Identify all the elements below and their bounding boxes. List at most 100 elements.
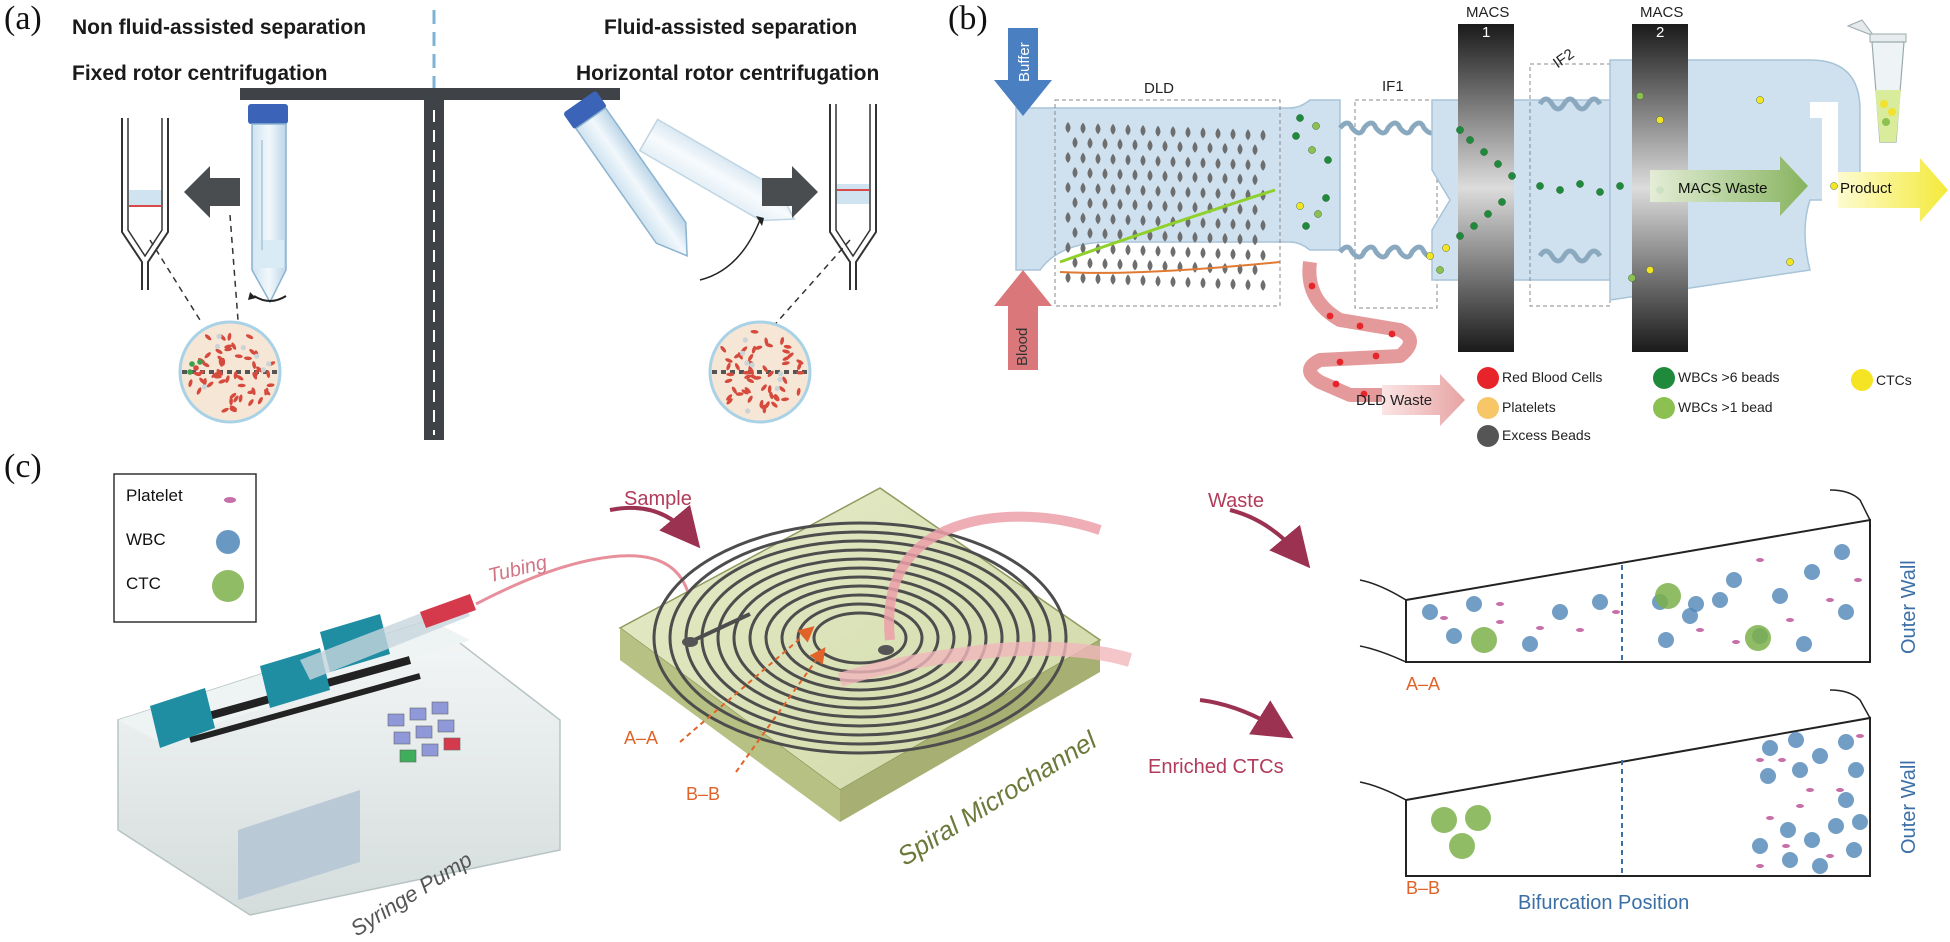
white-cell — [214, 343, 221, 350]
rbc — [231, 342, 237, 350]
rbc — [780, 336, 785, 345]
rbc — [234, 354, 243, 359]
wbc-cell — [1846, 842, 1862, 858]
cell-dot — [1312, 122, 1320, 130]
rbc — [744, 374, 752, 379]
wbc-cell — [1828, 818, 1844, 834]
dld-post — [1170, 156, 1176, 168]
platelet-cell — [1826, 598, 1834, 602]
cell-dot — [1456, 126, 1464, 134]
rbc — [742, 370, 751, 375]
rbc — [224, 344, 233, 349]
rbc — [249, 348, 256, 355]
dld-post — [1102, 198, 1108, 210]
white-cell — [240, 344, 246, 351]
white-cell — [778, 371, 784, 377]
dld-post — [1162, 170, 1168, 182]
panel-a-graphics — [121, 10, 877, 440]
horizontal-rotor-tubes — [564, 91, 796, 257]
legend-dot — [1477, 367, 1499, 389]
legend-rbc: Red Blood Cells — [1502, 369, 1603, 385]
ctc-cell — [1431, 807, 1457, 833]
dld-post — [1140, 245, 1146, 256]
wbc-cell — [1804, 832, 1820, 848]
cross-section-a — [1359, 489, 1871, 663]
cell-dot — [1596, 188, 1604, 196]
rbc — [233, 395, 239, 403]
dld-post — [1260, 219, 1266, 231]
panel-b-label: (b) — [948, 0, 988, 37]
dld-post — [1110, 213, 1116, 225]
dld-post — [1215, 158, 1221, 169]
dld-post — [1162, 230, 1168, 242]
rbc — [216, 369, 222, 377]
dld-post — [1102, 258, 1108, 270]
dld-post — [1177, 201, 1183, 213]
waste-label: Waste — [1208, 490, 1264, 512]
rbc — [720, 345, 727, 353]
rbc — [188, 379, 193, 388]
dld-post — [1170, 126, 1176, 138]
dld-post — [1080, 122, 1086, 134]
dld-post — [1230, 128, 1236, 140]
dld-post — [1125, 124, 1131, 136]
cell-dot — [1308, 146, 1316, 154]
dld-post — [1072, 197, 1078, 208]
dld-post — [1140, 125, 1146, 136]
white-cell — [260, 367, 267, 373]
cell-dot — [1322, 194, 1330, 202]
white-cell — [254, 353, 260, 359]
rbc — [726, 394, 733, 401]
cell-dot — [1508, 172, 1516, 180]
macs2-number: 2 — [1656, 24, 1665, 41]
dld-post — [1192, 141, 1198, 153]
rbc — [744, 387, 751, 394]
wbc-cell — [1812, 748, 1828, 764]
rbc — [251, 387, 256, 396]
legend-platelets: Platelets — [1502, 399, 1556, 415]
dld-posts — [1065, 122, 1266, 291]
dld-post — [1200, 157, 1206, 169]
dld-post — [1117, 228, 1123, 240]
macs1-number: 1 — [1482, 24, 1491, 41]
cell-dot — [1484, 210, 1492, 218]
dld-post — [1252, 144, 1258, 156]
rbc — [767, 385, 772, 394]
rbc — [266, 370, 271, 378]
rbc-dot — [1356, 322, 1364, 330]
rbc — [211, 372, 219, 378]
dld-chip — [1015, 99, 1341, 271]
bifurcation-label: Bifurcation Position — [1518, 892, 1690, 914]
dld-post — [1192, 261, 1198, 273]
dld-post — [1162, 260, 1168, 272]
rbc — [734, 363, 740, 371]
dld-post — [1192, 201, 1198, 213]
dld-post — [1095, 123, 1101, 135]
dld-post — [1207, 142, 1213, 154]
outer-wall-label-a: Outer Wall — [1898, 560, 1920, 654]
dld-post — [1132, 139, 1138, 151]
rbc — [229, 392, 237, 399]
cell-dot — [1426, 252, 1434, 260]
legend-dot — [1477, 425, 1499, 447]
rbc — [782, 356, 790, 361]
dld-post — [1185, 246, 1191, 258]
dld-post — [1110, 153, 1116, 165]
cell-dot — [1442, 244, 1450, 252]
dld-post — [1095, 153, 1101, 165]
dld-post — [1252, 264, 1258, 276]
dld-waste-label: DLD Waste — [1356, 392, 1433, 409]
blood-arrow-icon — [994, 270, 1052, 370]
dld-post — [1245, 159, 1251, 171]
dld-post — [1200, 187, 1206, 199]
rbc — [204, 352, 211, 359]
dld-post — [1155, 245, 1161, 257]
platelet-cell — [1796, 804, 1804, 808]
panel-c-label: (c) — [4, 448, 42, 485]
if1-label: IF1 — [1382, 78, 1404, 95]
right-title-2: Horizontal rotor centrifugation — [576, 62, 880, 85]
dld-post — [1072, 257, 1078, 268]
keypad-key — [443, 737, 461, 751]
dld-post — [1147, 170, 1153, 181]
rbc — [218, 359, 223, 367]
